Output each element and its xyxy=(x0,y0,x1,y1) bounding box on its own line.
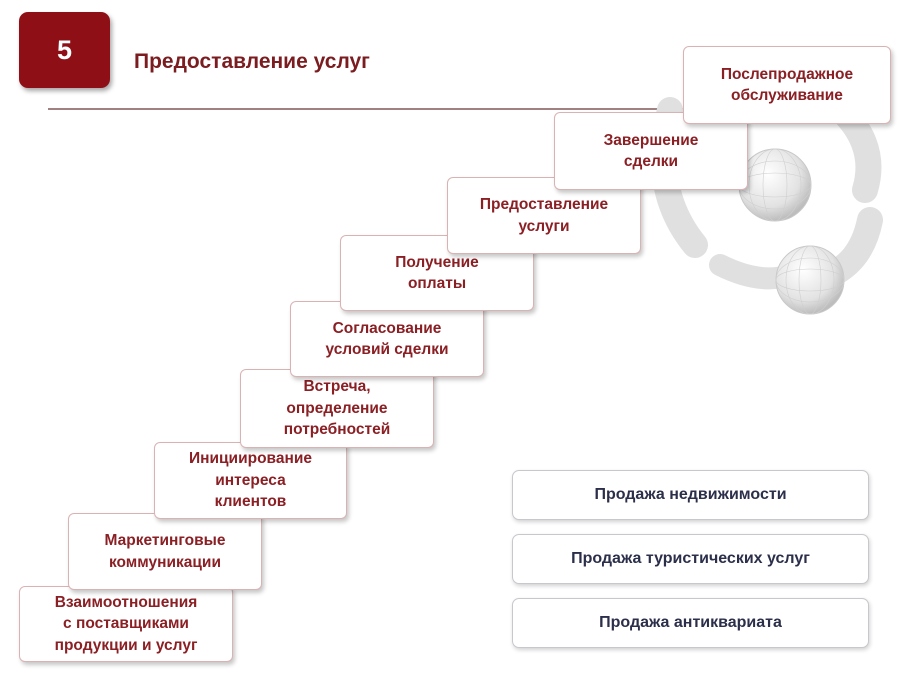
step-interest-initiation: Инициирование интереса клиентов xyxy=(154,442,347,519)
step-supplier-relations: Взаимоотношения с поставщиками продукции… xyxy=(19,586,233,662)
step-deal-completion: Завершение сделки xyxy=(554,112,748,190)
example-antiques: Продажа антиквариата xyxy=(512,598,869,648)
step-meeting-needs: Встреча, определение потребностей xyxy=(240,369,434,448)
example-real-estate: Продажа недвижимости xyxy=(512,470,869,520)
step-after-sales-service: Послепродажное обслуживание xyxy=(683,46,891,124)
page-title: Предоставление услуг xyxy=(134,50,370,73)
title-divider xyxy=(48,108,698,110)
section-number-badge: 5 xyxy=(19,12,110,88)
step-deal-terms: Согласование условий сделки xyxy=(290,301,484,377)
step-marketing-communications: Маркетинговые коммуникации xyxy=(68,513,262,590)
section-number: 5 xyxy=(56,34,73,65)
example-tourism-services: Продажа туристических услуг xyxy=(512,534,869,584)
